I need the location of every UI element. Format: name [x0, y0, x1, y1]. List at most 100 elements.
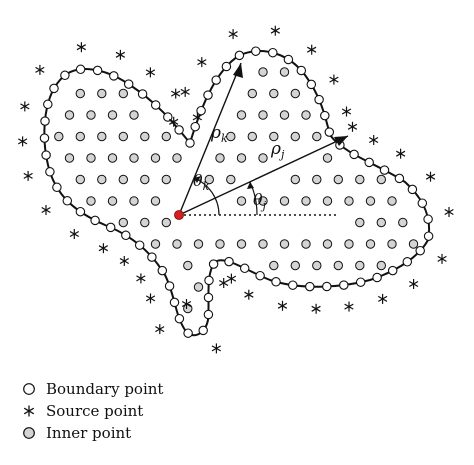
- source-point: [69, 229, 79, 239]
- inner-point: [140, 217, 150, 228]
- circle-open-icon: [23, 383, 35, 395]
- inner-point: [140, 174, 150, 185]
- inner-point: [301, 110, 311, 120]
- inner-point: [107, 110, 118, 120]
- source-point: [18, 136, 28, 147]
- boundary-point: [402, 257, 413, 267]
- boundary-point: [185, 138, 195, 148]
- inner-point: [290, 88, 300, 99]
- boundary-point: [355, 277, 366, 287]
- source-point: [181, 299, 192, 309]
- boundary-point: [198, 325, 208, 336]
- inner-point: [355, 174, 365, 185]
- boundary-point: [49, 83, 59, 94]
- inner-point: [269, 131, 279, 142]
- inner-point: [376, 217, 386, 228]
- boundary-point: [271, 277, 281, 287]
- inner-point: [376, 174, 386, 185]
- inner-point: [75, 88, 86, 99]
- inner-points-group: [54, 67, 419, 314]
- boundary-point: [221, 61, 232, 72]
- source-point: [444, 207, 454, 217]
- boundary-point: [183, 328, 193, 338]
- inner-point: [333, 260, 343, 271]
- source-point: [270, 25, 280, 36]
- inner-point: [247, 131, 258, 142]
- source-point: [171, 88, 181, 99]
- boundary-point: [322, 281, 332, 292]
- inner-point: [387, 196, 397, 206]
- source-point: [145, 67, 156, 78]
- boundary-point: [394, 173, 405, 184]
- source-point: [41, 205, 51, 215]
- inner-point: [129, 196, 139, 206]
- rho-k-arrowhead: [233, 63, 243, 78]
- inner-point: [387, 239, 397, 249]
- inner-point: [301, 196, 311, 206]
- source-point: [20, 101, 30, 112]
- inner-point: [408, 239, 419, 249]
- source-point: [145, 293, 156, 304]
- boundary-point: [255, 270, 265, 281]
- boundary-point: [407, 184, 418, 195]
- inner-point: [312, 131, 322, 142]
- theta-j-arrowhead: [247, 182, 254, 189]
- inner-point: [258, 110, 268, 120]
- source-point: [437, 253, 447, 264]
- inner-point: [247, 88, 258, 99]
- source-point: [344, 301, 354, 312]
- source-point: [329, 74, 339, 85]
- inner-point: [215, 239, 225, 249]
- boundary-point: [372, 272, 382, 283]
- source-point: [396, 148, 406, 159]
- boundary-point: [157, 265, 168, 276]
- rho-k-ray: [178, 62, 242, 216]
- inner-point: [279, 67, 290, 77]
- inner-point: [376, 260, 386, 271]
- source-point: [277, 300, 288, 311]
- boundary-point: [203, 292, 214, 303]
- inner-point: [86, 196, 96, 206]
- legend-item-boundary: Boundary point: [20, 380, 270, 402]
- inner-point: [355, 217, 365, 228]
- boundary-point: [147, 252, 157, 262]
- boundary-point: [415, 245, 425, 256]
- inner-point: [97, 174, 107, 185]
- inner-point: [258, 196, 268, 206]
- source-point: [219, 278, 229, 288]
- boundary-point: [306, 79, 317, 90]
- boundary-point: [75, 64, 86, 75]
- inner-point: [279, 110, 290, 120]
- boundary-point: [164, 281, 175, 291]
- inner-point: [86, 110, 96, 120]
- inner-point: [118, 88, 129, 99]
- source-point: [136, 273, 146, 284]
- legend-item-inner: Inner point: [20, 424, 270, 446]
- boundary-point: [105, 222, 116, 233]
- boundary-point: [314, 94, 324, 105]
- boundary-point: [203, 90, 213, 100]
- rho-j-label: ρj: [270, 139, 285, 161]
- inner-point: [161, 217, 172, 228]
- legend: Boundary point Source point Inner point: [20, 380, 270, 446]
- inner-point: [269, 88, 279, 99]
- source-point: [425, 171, 436, 182]
- boundary-point: [268, 47, 278, 58]
- boundary-point: [204, 275, 214, 286]
- inner-point: [322, 196, 333, 206]
- inner-point: [312, 260, 322, 271]
- inner-point: [269, 260, 279, 271]
- inner-point: [118, 217, 129, 228]
- source-point: [228, 29, 238, 40]
- inner-point: [355, 260, 365, 271]
- boundary-point: [134, 240, 145, 250]
- rho-k-label: ρk: [210, 123, 228, 145]
- inner-point: [258, 239, 268, 249]
- source-point: [192, 112, 202, 123]
- source-point: [347, 121, 358, 132]
- inner-point: [161, 131, 172, 142]
- boundary-point: [423, 214, 433, 224]
- source-point: [369, 135, 379, 145]
- inner-point: [129, 110, 139, 120]
- boundary-point: [379, 165, 390, 175]
